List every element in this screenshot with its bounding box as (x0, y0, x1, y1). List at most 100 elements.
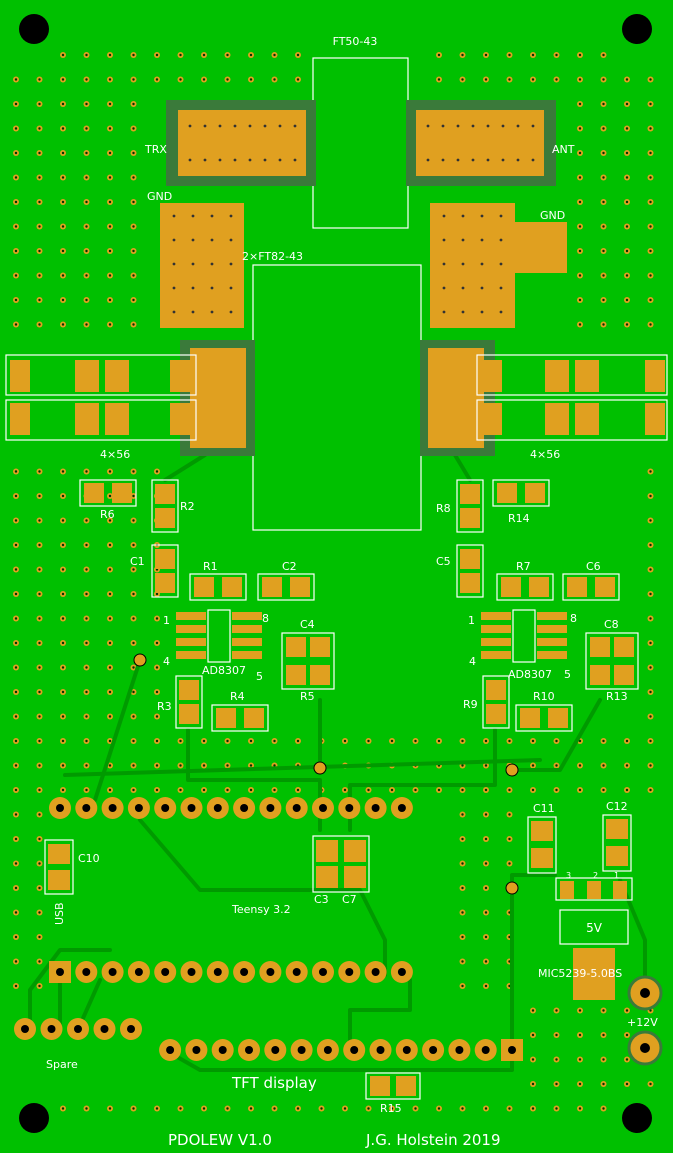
via-hole (578, 1082, 582, 1086)
c3-c7-outline (312, 835, 370, 893)
via-hole (649, 739, 652, 743)
header-pin-hole (319, 804, 327, 812)
via-hole (61, 764, 65, 767)
via-hole (625, 151, 629, 155)
reg-pin3-label: 3 (566, 871, 571, 880)
c5-label: C5 (436, 555, 451, 568)
via-hole (132, 298, 135, 302)
via-hole (155, 739, 159, 743)
via-hole (14, 641, 18, 645)
via-hole (38, 592, 41, 596)
via-hole (132, 666, 135, 669)
via-hole (61, 176, 65, 179)
via-hole (14, 984, 18, 988)
via-hole (85, 764, 88, 767)
regulator-pins-outline (555, 877, 633, 901)
via-hole (14, 592, 18, 596)
via-hole (61, 519, 65, 522)
via-grid (13, 52, 654, 1112)
via-hole (202, 53, 206, 57)
r14-label: R14 (508, 512, 530, 525)
via-hole (625, 225, 629, 228)
via-hole (461, 911, 464, 914)
pin4-left-label: 4 (163, 655, 170, 668)
via-hole (343, 739, 347, 743)
via-hole (85, 249, 88, 253)
header-pin-hole (47, 1025, 56, 1033)
via-hole (14, 78, 18, 81)
header-pin-hole (429, 1046, 438, 1054)
ft50-label: FT50-43 (333, 35, 378, 48)
pad-pin (486, 124, 490, 128)
via-hole (38, 298, 41, 302)
via-hole (61, 78, 65, 81)
via-hole (38, 960, 41, 963)
pad-pin (499, 286, 503, 290)
via-hole (132, 690, 135, 694)
pad-pin (233, 124, 237, 128)
teensy-header-bottom (49, 961, 413, 983)
test-point-regulator (505, 881, 519, 895)
via-hole (85, 127, 88, 130)
via-hole (625, 323, 629, 326)
ant-pad (416, 110, 544, 176)
via-hole (649, 102, 652, 106)
via-hole (273, 764, 276, 767)
c11-pad-1 (531, 821, 553, 841)
header-pin-hole (323, 1046, 332, 1054)
pad-pin (293, 158, 297, 162)
via-hole (625, 1009, 629, 1012)
header-pin-hole (187, 968, 196, 976)
via-hole (625, 78, 629, 81)
via-hole (649, 617, 652, 620)
via-hole (461, 886, 464, 890)
via-hole (132, 200, 135, 204)
five-v-label: 5V (586, 921, 603, 935)
via-hole (38, 739, 41, 743)
via-hole (108, 151, 112, 155)
via-hole (38, 274, 41, 277)
header-pin-hole (82, 968, 91, 976)
teensy-header-top (49, 797, 413, 819)
header-pin-hole (127, 1025, 135, 1033)
pad-pin (480, 214, 484, 218)
via-hole (343, 1107, 347, 1110)
via-hole (14, 862, 18, 865)
via-hole (38, 568, 41, 571)
c12-outline (602, 814, 632, 872)
via-hole (602, 1082, 605, 1086)
r3-label: R3 (157, 700, 172, 713)
regulator-pin-3 (560, 881, 574, 899)
via-hole (531, 53, 535, 57)
via-hole (367, 739, 370, 743)
via-hole (14, 127, 18, 130)
teensy-label: Teensy 3.2 (231, 903, 291, 916)
header-pin-hole (166, 1046, 175, 1054)
via-hole (14, 837, 18, 841)
pad-pin (229, 286, 233, 290)
via-hole (649, 543, 652, 547)
gnd-left-pins (172, 214, 233, 314)
via-hole (602, 739, 605, 743)
r15-pad-1 (370, 1076, 390, 1096)
via-hole (14, 543, 18, 547)
via-hole (296, 78, 300, 81)
via-hole (649, 249, 652, 253)
via-hole (38, 151, 41, 155)
via-hole (461, 788, 464, 792)
via-hole (484, 935, 488, 939)
via-hole (649, 715, 652, 718)
via-hole (61, 617, 65, 620)
pad-pin (278, 124, 282, 128)
via-hole (602, 1107, 605, 1110)
via-hole (578, 176, 582, 179)
r7-label: R7 (516, 560, 531, 573)
via-hole (132, 470, 135, 473)
via-hole (602, 323, 605, 326)
via-hole (202, 78, 206, 81)
header-pin-hole (345, 804, 354, 812)
via-hole (296, 1107, 300, 1110)
pad-pin (229, 238, 233, 242)
r15-label: R15 (380, 1102, 402, 1115)
spare-label: Spare (46, 1058, 78, 1071)
